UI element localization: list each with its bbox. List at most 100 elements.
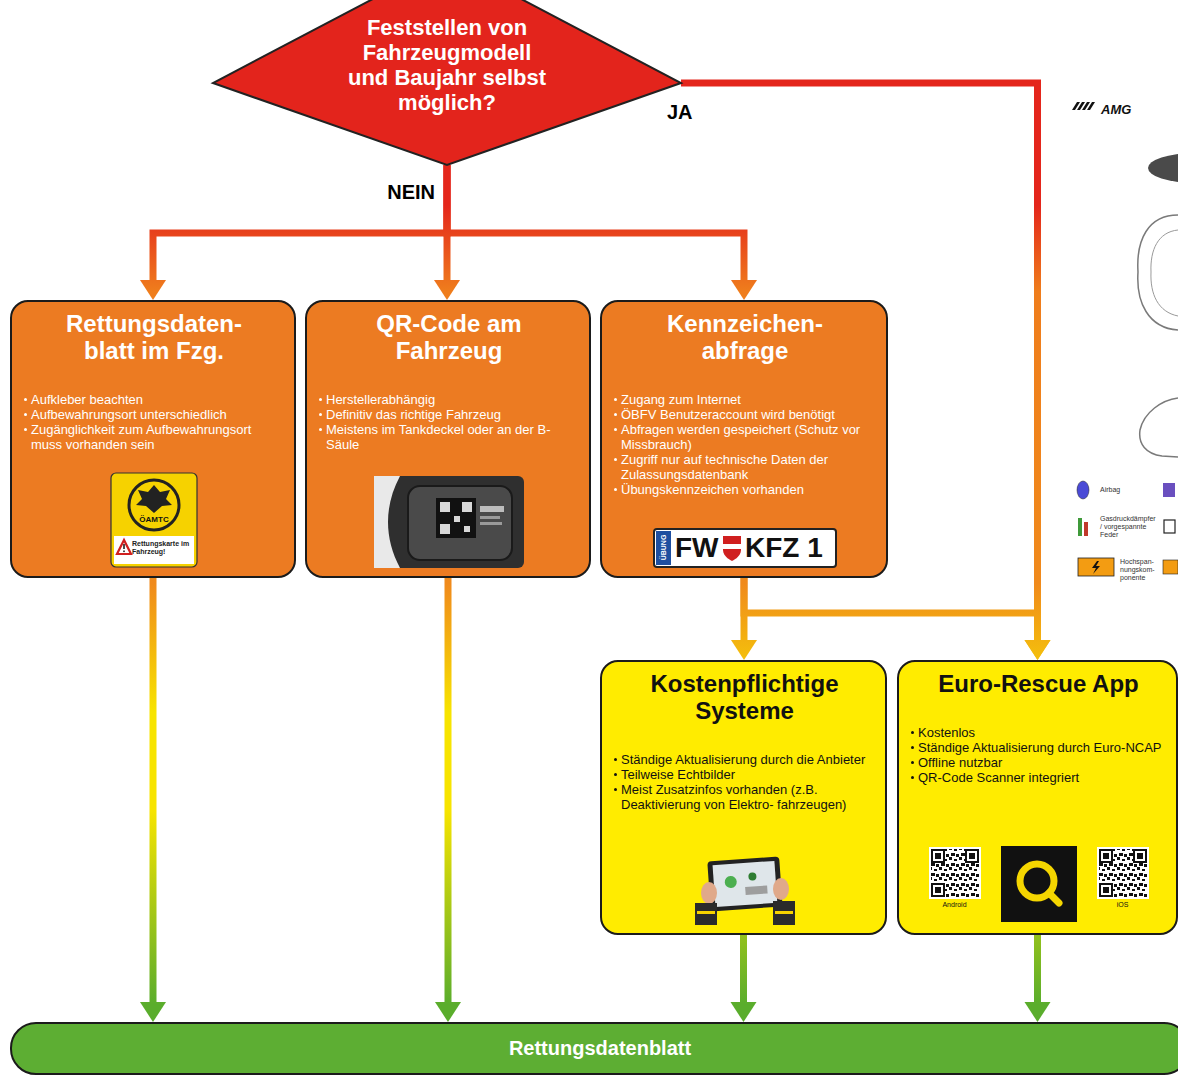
process-box: Kennzeichen- abfrageZugang zum InternetÖ… xyxy=(600,300,888,578)
app-download-codes: Android iOS xyxy=(919,843,1159,925)
flow-line xyxy=(447,165,744,282)
qr-caption: Android xyxy=(929,901,981,909)
oamtc-sticker: ÖAMTCRettungskarte im Fahrzeug! xyxy=(110,472,198,568)
bullet-item: Offline nutzbar xyxy=(911,755,1166,770)
flow-line xyxy=(445,578,452,1004)
sticker-drawing-part xyxy=(117,540,131,554)
plate-strip-text: ÜBUNG xyxy=(659,530,668,566)
bullet-item: Zugänglichkeit zum Aufbewahrungsort muss… xyxy=(24,422,284,452)
arrow-head xyxy=(731,1002,757,1022)
plate-drawing-part xyxy=(654,529,836,567)
legend-symbol xyxy=(1163,560,1178,574)
result-text: Rettungsdatenblatt xyxy=(12,1024,1178,1073)
bullet-list: HerstellerabhängigDefinitiv das richtige… xyxy=(319,392,579,452)
tablet-drawing-part xyxy=(707,857,782,912)
bullet-item: QR-Code Scanner integriert xyxy=(911,770,1166,785)
bullet-item: Kostenlos xyxy=(911,725,1166,740)
tablet-drawing-part xyxy=(697,911,715,914)
plate-text: FW xyxy=(675,530,721,566)
sticker-drawing-part xyxy=(111,473,197,567)
arrow-head xyxy=(731,640,757,660)
flow-line xyxy=(740,935,747,1004)
car-side-outline xyxy=(1140,398,1178,457)
legend-symbol xyxy=(1163,483,1175,497)
sheet-legend-text: Airbag xyxy=(1100,486,1150,494)
fuel-lid-photo xyxy=(374,476,524,568)
box-heading: Kostenpflichtige Systeme xyxy=(632,670,857,724)
qr-caption: iOS xyxy=(1097,901,1149,909)
sticker-drawing-part xyxy=(136,485,172,513)
arrow-head xyxy=(1025,640,1051,660)
amg-logo-part xyxy=(1087,102,1095,110)
gas-spring-symbol-part xyxy=(1078,518,1082,536)
bullet-item: Definitiv das richtige Fahrzeug xyxy=(319,407,579,422)
process-box: Euro-Rescue AppKostenlosStändige Aktuali… xyxy=(897,660,1178,935)
tablet-drawing-part-part xyxy=(707,857,782,912)
bullet-item: Übungskennzeichen vorhanden xyxy=(614,482,876,497)
sticker-drawing-part xyxy=(114,536,194,564)
brand-logo-text: AMG xyxy=(1101,102,1141,117)
flow-arrow xyxy=(140,165,447,300)
diamond-outline xyxy=(213,0,681,165)
license-plate: ÜBUNG FW KFZ 1 xyxy=(653,528,837,568)
bullet-list: KostenlosStändige Aktualisierung durch E… xyxy=(911,725,1166,785)
flow-line xyxy=(150,578,157,1004)
tablet-drawing-part xyxy=(773,878,789,900)
flow-line xyxy=(1034,935,1041,1004)
app-codes-drawing xyxy=(919,843,1159,925)
bullet-list: Ständige Aktualisierung durch die Anbiet… xyxy=(614,752,875,812)
fuel-lid-drawing-part xyxy=(374,476,400,568)
arrow-head xyxy=(1025,1002,1051,1022)
fuel-lid-drawing-part xyxy=(440,524,450,534)
arrow-head xyxy=(140,1002,166,1022)
bullet-list: Aufkleber beachtenAufbewahrungsort unter… xyxy=(24,392,284,452)
flow-line xyxy=(153,165,447,282)
decision-text: Feststellen von Fahrzeugmodell und Bauja… xyxy=(342,15,552,115)
app-codes-drawing-part xyxy=(929,847,981,899)
airbag-symbol xyxy=(1077,481,1089,499)
plate-drawing-part xyxy=(723,536,741,561)
fuel-lid-drawing xyxy=(374,476,524,568)
box-heading: Rettungsdaten- blatt im Fzg. xyxy=(42,310,267,364)
app-codes-drawing-part xyxy=(1049,893,1059,903)
plate-text: KFZ 1 xyxy=(745,530,833,566)
flow-arrow xyxy=(447,165,757,300)
box-heading: QR-Code am Fahrzeug xyxy=(349,310,549,364)
process-box: Kostenpflichtige SystemeStändige Aktuali… xyxy=(600,660,887,935)
tablet-drawing-part-part xyxy=(724,876,737,889)
process-box: Rettungsdaten- blatt im Fzg. Aufkleber be… xyxy=(10,300,296,578)
bullet-item: Ständige Aktualisierung durch die Anbiet… xyxy=(614,752,875,767)
app-codes-drawing-part xyxy=(1001,846,1077,922)
fuel-lid-drawing-part xyxy=(440,502,450,512)
bullet-list: Zugang zum InternetÖBFV Benutzeraccount … xyxy=(614,392,876,497)
arrow-head xyxy=(731,280,757,300)
high-voltage-symbol xyxy=(1078,558,1114,576)
tablet-drawing-part-part xyxy=(712,861,777,907)
car-outline-inner xyxy=(1151,230,1178,316)
bullet-item: Aufbewahrungsort unterschiedlich xyxy=(24,407,284,422)
bullet-item: Herstellerabhängig xyxy=(319,392,579,407)
car-top-view xyxy=(1148,153,1178,183)
fuel-lid-drawing-part xyxy=(374,476,524,568)
sticker-text: Rettungskarte im Fahrzeug! xyxy=(132,540,194,556)
flow-line xyxy=(744,578,1038,642)
tablet-photo xyxy=(695,851,795,925)
gas-spring-symbol xyxy=(1078,518,1088,536)
flow-arrow xyxy=(435,578,461,1022)
box-heading: Euro-Rescue App xyxy=(938,670,1138,697)
flow-arrow xyxy=(1025,935,1051,1022)
tablet-drawing xyxy=(695,851,795,925)
bullet-item: Meist Zusatzinfos vorhanden (z.B. Deakti… xyxy=(614,782,875,812)
bullet-item: Meistens im Tankdeckel oder an der B-Säu… xyxy=(319,422,579,452)
sticker-drawing-part xyxy=(123,551,125,553)
tablet-drawing-part xyxy=(773,901,795,925)
fuel-lid-drawing-part xyxy=(480,506,504,512)
bullet-item: ÖBFV Benutzeraccount wird benötigt xyxy=(614,407,876,422)
bullet-item: Abfragen werden gespeichert (Schutz vor … xyxy=(614,422,876,452)
fuel-lid-drawing-part xyxy=(462,502,472,512)
arrow-head xyxy=(1025,640,1051,660)
arrow-head xyxy=(140,280,166,300)
arrow-head xyxy=(434,280,460,300)
fuel-lid-drawing-part xyxy=(454,516,460,522)
tablet-drawing-part xyxy=(701,882,717,904)
